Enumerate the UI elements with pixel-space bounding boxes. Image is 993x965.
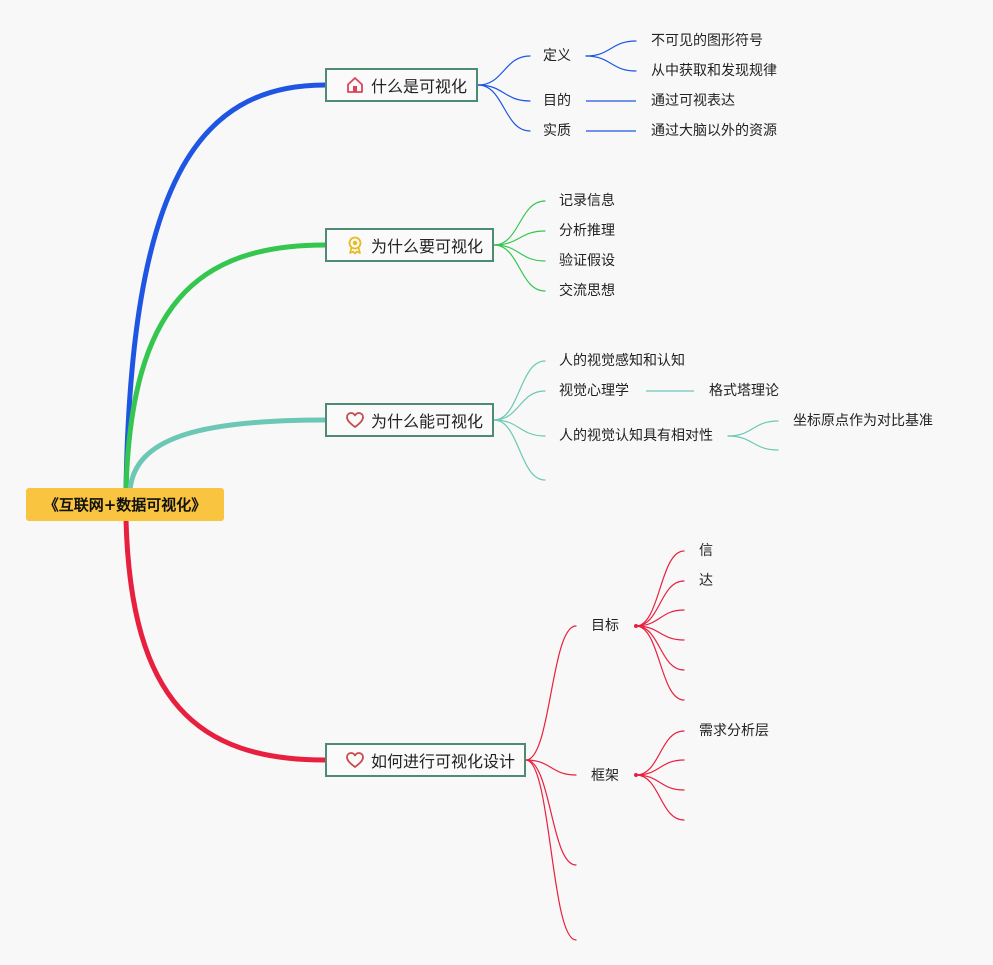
branch-line-1 (123, 82, 328, 493)
link (585, 40, 637, 57)
node-requirement-analysis[interactable]: 需求分析层 (699, 723, 769, 739)
node-record-info[interactable]: 记录信息 (559, 193, 615, 209)
branch-line-3 (127, 417, 328, 493)
link (727, 435, 779, 451)
link (635, 625, 685, 671)
link (525, 759, 577, 866)
link (493, 419, 546, 437)
node-visual-expression[interactable]: 通过可视表达 (651, 93, 735, 109)
link (493, 230, 546, 246)
link (493, 244, 546, 292)
branch-line-4 (123, 517, 328, 763)
node-faithfulness[interactable]: 信 (699, 543, 713, 559)
node-visual-perception[interactable]: 人的视觉感知和认知 (559, 353, 685, 369)
node-essence[interactable]: 实质 (543, 123, 571, 139)
link (635, 625, 685, 701)
node-origin-baseline[interactable]: 坐标原点作为对比基准 (793, 413, 933, 429)
topic-why-visualize[interactable]: 为什么要可视化 (325, 228, 494, 262)
topic-label: 如何进行可视化设计 (371, 752, 516, 771)
link (635, 580, 685, 627)
award-medal-icon (345, 235, 365, 255)
link (493, 200, 546, 246)
link (525, 759, 577, 776)
link (635, 550, 685, 627)
node-analysis-reasoning[interactable]: 分析推理 (559, 223, 615, 239)
node-external-resources[interactable]: 通过大脑以外的资源 (651, 123, 777, 139)
link (493, 390, 546, 421)
node-visual-psychology[interactable]: 视觉心理学 (559, 383, 629, 399)
node-gestalt-theory[interactable]: 格式塔理论 (709, 383, 779, 399)
node-discover-patterns[interactable]: 从中获取和发现规律 (651, 63, 777, 79)
node-framework[interactable]: 框架 (591, 768, 619, 784)
branch-line-2 (123, 242, 328, 493)
topic-why-can-visualize[interactable]: 为什么能可视化 (325, 403, 494, 437)
link (477, 84, 531, 102)
topic-what-is-visualization[interactable]: 什么是可视化 (325, 68, 478, 102)
link (477, 55, 531, 86)
node-purpose[interactable]: 目的 (543, 93, 571, 109)
house-icon (345, 75, 365, 95)
node-exchange-ideas[interactable]: 交流思想 (559, 283, 615, 299)
node-definition[interactable]: 定义 (543, 48, 571, 64)
join-dot (634, 773, 638, 777)
link (635, 774, 685, 821)
topic-label: 为什么要可视化 (371, 237, 484, 256)
link (525, 759, 577, 941)
link (493, 419, 546, 481)
link (635, 609, 685, 627)
node-verify-hypothesis[interactable]: 验证假设 (559, 253, 615, 269)
node-expressiveness[interactable]: 达 (699, 573, 713, 589)
node-relative-cognition[interactable]: 人的视觉认知具有相对性 (559, 428, 713, 444)
link (635, 730, 685, 776)
join-dot (634, 624, 638, 628)
topic-how-design[interactable]: 如何进行可视化设计 (325, 743, 526, 777)
link (493, 244, 546, 262)
link (585, 55, 637, 72)
node-invisible-symbols[interactable]: 不可见的图形符号 (651, 33, 763, 49)
heart-icon (345, 410, 365, 430)
topic-label: 什么是可视化 (371, 77, 468, 96)
node-goal[interactable]: 目标 (591, 618, 619, 634)
topic-label: 为什么能可视化 (371, 412, 484, 431)
link (493, 360, 546, 421)
link (727, 420, 779, 437)
root-node[interactable]: 《互联网+数据可视化》 (26, 488, 224, 521)
link (525, 625, 577, 761)
link (477, 84, 531, 132)
link (635, 759, 685, 776)
heart-icon (345, 750, 365, 770)
